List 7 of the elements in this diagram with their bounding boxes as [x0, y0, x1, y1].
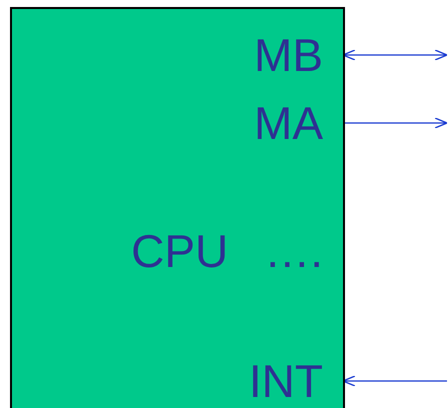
signal-label: MB [254, 32, 323, 78]
arrow [343, 117, 448, 129]
signal-label: MA [254, 100, 323, 146]
cpu-label: …. [264, 228, 323, 274]
cpu-label: CPU [131, 228, 228, 274]
cpu-box [10, 7, 345, 408]
signal-label: INT [248, 358, 323, 404]
